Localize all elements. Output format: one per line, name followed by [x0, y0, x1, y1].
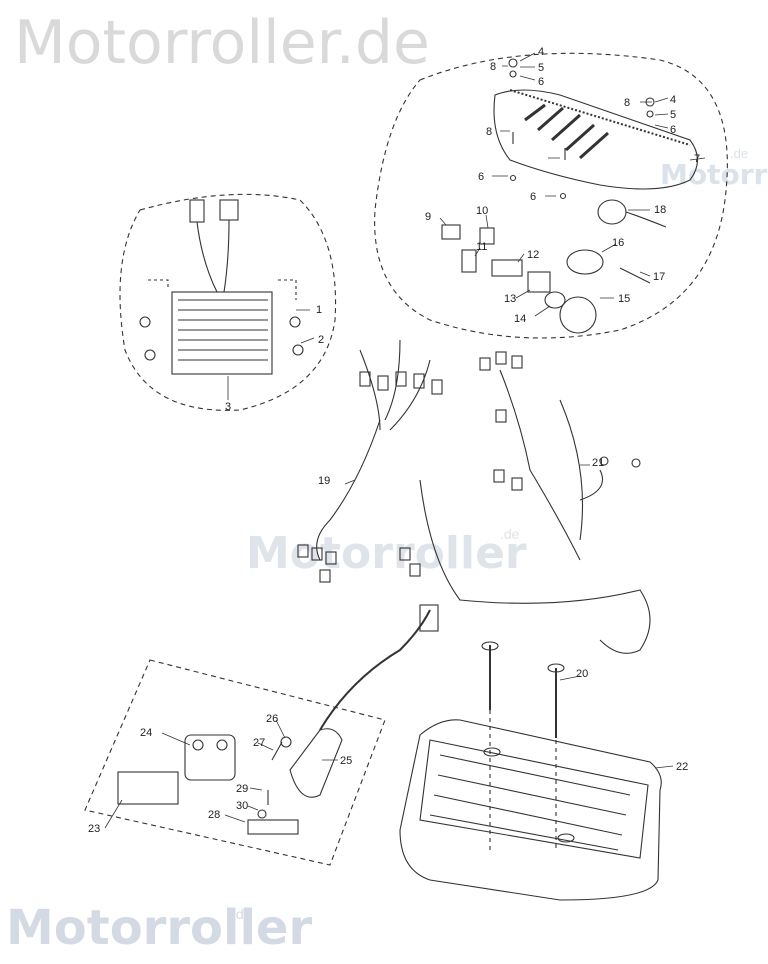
ignition-coil	[289, 728, 343, 798]
bulb-10	[479, 227, 495, 245]
watermark-middle: Motorroller	[246, 528, 527, 579]
callout-13: 13	[504, 293, 516, 305]
harness-connectors-top	[359, 371, 443, 395]
callout-9: 9	[425, 211, 431, 223]
callout-26: 26	[266, 713, 278, 725]
starter-group-outline	[84, 659, 386, 866]
callout-29: 29	[236, 783, 248, 795]
callout-8-2: 8	[624, 97, 630, 109]
callout-1: 1	[316, 304, 322, 316]
callout-12: 12	[527, 249, 539, 261]
callout-8: 8	[490, 61, 496, 73]
relay-12	[491, 259, 523, 277]
gauge-16	[566, 249, 604, 275]
starter-relay	[184, 734, 236, 781]
regulator-group-outline	[119, 193, 337, 411]
callout-30: 30	[236, 800, 248, 812]
watermark-bottom-suffix: .de	[232, 906, 252, 922]
switch-11	[461, 249, 477, 273]
callout-17: 17	[653, 271, 665, 283]
callout-6-2: 6	[670, 124, 676, 136]
fuse-box	[117, 771, 179, 805]
callout-27: 27	[253, 737, 265, 749]
buzzer-18	[597, 199, 627, 225]
wire-harness-19	[316, 419, 651, 654]
callout-5: 5	[538, 62, 544, 74]
callout-8-3: 8	[486, 126, 492, 138]
watermark-top: Motorroller.de	[14, 8, 430, 78]
callout-23: 23	[88, 823, 100, 835]
callout-10: 10	[476, 205, 488, 217]
battery-tray	[399, 719, 662, 901]
callout-28: 28	[208, 809, 220, 821]
callout-22: 22	[676, 761, 688, 773]
harness-connectors-21	[399, 351, 523, 577]
harness-connectors-left	[297, 544, 337, 583]
switch-9	[441, 224, 461, 240]
callout-21: 21	[592, 457, 604, 469]
socket-13	[527, 271, 551, 293]
watermark-bottom: Motorroller	[6, 900, 313, 956]
callout-25: 25	[340, 755, 352, 767]
callout-6-3: 6	[478, 171, 484, 183]
callout-4-2: 4	[670, 94, 676, 106]
wire-harness-21	[499, 369, 604, 561]
regulator	[171, 291, 273, 375]
watermark-right-suffix: .de	[730, 146, 749, 161]
socket-14	[544, 291, 566, 309]
callout-3: 3	[225, 401, 231, 413]
meter-cover	[493, 89, 699, 190]
wire-17	[619, 267, 651, 284]
watermark-right: Motorroller	[660, 158, 768, 191]
callout-24: 24	[140, 727, 152, 739]
callout-2: 2	[318, 334, 324, 346]
callout-19: 19	[318, 475, 330, 487]
callout-6: 6	[538, 76, 544, 88]
callout-16: 16	[612, 237, 624, 249]
ignition-lock-15	[559, 296, 597, 334]
callout-11: 11	[476, 241, 487, 253]
callout-15: 15	[618, 293, 630, 305]
callout-4: 4	[538, 46, 544, 58]
callout-5-2: 5	[670, 109, 676, 121]
dashboard-group-outline	[374, 52, 728, 339]
callout-6-4: 6	[530, 191, 536, 203]
callout-20: 20	[576, 668, 588, 680]
callout-18: 18	[654, 204, 666, 216]
callout-7: 7	[694, 153, 700, 165]
watermark-middle-suffix: .de	[500, 526, 520, 542]
callout-14: 14	[514, 313, 526, 325]
